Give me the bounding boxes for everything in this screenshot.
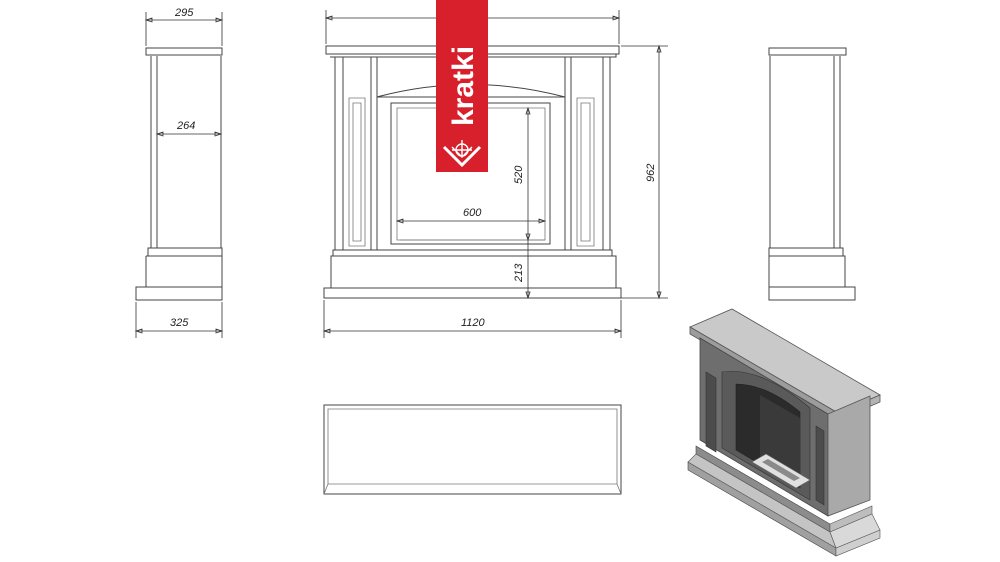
kratki-logo-icon: kratki bbox=[436, 0, 488, 172]
dim-side-inner-depth: 264 bbox=[176, 120, 195, 132]
dim-side-base-depth: 325 bbox=[170, 317, 189, 329]
dim-side-top-depth: 295 bbox=[174, 7, 194, 19]
dim-total-width: 1120 bbox=[461, 317, 486, 329]
isometric-fireplace-render bbox=[687, 308, 881, 557]
right-side-view bbox=[768, 47, 856, 301]
left-side-view: 295 264 325 bbox=[134, 7, 224, 338]
dim-opening-height: 520 bbox=[513, 165, 525, 184]
top-view bbox=[323, 404, 622, 495]
front-view: 600 520 213 962 1120 bbox=[322, 10, 668, 338]
brand-name: kratki bbox=[447, 46, 480, 126]
dim-total-height: 962 bbox=[645, 164, 657, 182]
dim-base-height: 213 bbox=[513, 263, 525, 283]
dim-opening-width: 600 bbox=[463, 207, 482, 219]
